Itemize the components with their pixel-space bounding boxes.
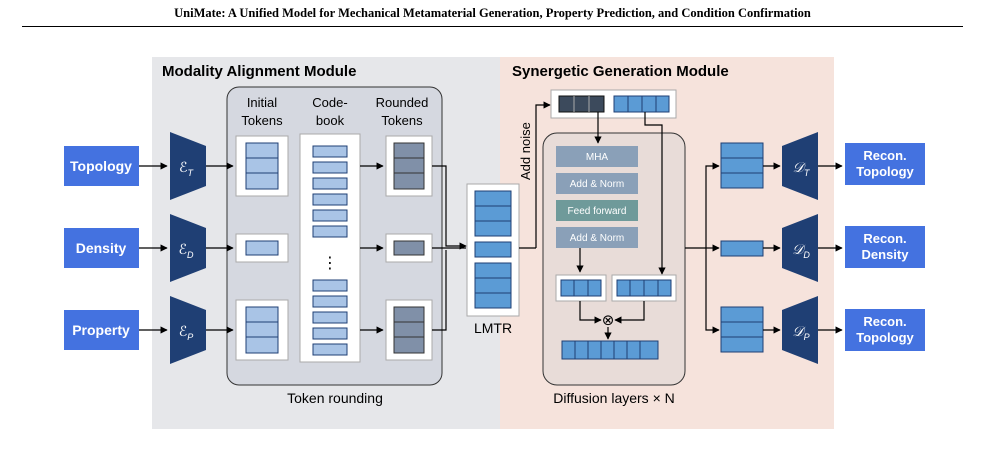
noisy-tokens — [550, 89, 677, 119]
output-tokens-density — [720, 240, 764, 257]
codebook-ellipsis: ⋮ — [322, 255, 338, 272]
codebook-label-1: Code- — [312, 95, 347, 110]
lmtr-tokens — [466, 183, 520, 317]
decoder-density — [782, 214, 818, 282]
output-tokens-topology — [720, 142, 764, 189]
encoder-property — [170, 296, 206, 364]
input-topology — [64, 146, 139, 186]
output-recon-density-line1: Recon. — [863, 231, 906, 246]
output-recon-topology-line2: Topology — [856, 164, 914, 179]
block-mha-label: MHA — [586, 152, 609, 163]
decoder-topology — [782, 132, 818, 200]
block-add-norm-2-label: Add & Norm — [570, 233, 624, 244]
input-property-label: Property — [72, 322, 130, 338]
block-feed-forward-label: Feed forward — [568, 206, 627, 217]
block-mha — [556, 146, 638, 167]
block-add-norm-1 — [556, 173, 638, 194]
rounded-tokens-label-1: Rounded — [376, 95, 429, 110]
header-rule — [22, 26, 963, 27]
initial-tokens-label-2: Tokens — [241, 113, 283, 128]
codebook: ⋮ — [299, 133, 361, 363]
output-recon-density — [845, 226, 925, 268]
encoder-density-label: ℰD — [179, 241, 194, 260]
rounded-tokens-label-2: Tokens — [381, 113, 423, 128]
initial-tokens-label-1: Initial — [247, 95, 277, 110]
input-property — [64, 310, 139, 350]
block-add-norm-1-label: Add & Norm — [570, 179, 624, 190]
output-recon-topology-line1: Recon. — [863, 148, 906, 163]
initial-tokens-density — [235, 233, 289, 263]
output-tokens-property — [720, 306, 764, 353]
decoder-topology-label: 𝒟T — [793, 159, 811, 178]
diffusion-layers-label: Diffusion layers × N — [553, 390, 675, 406]
rounded-tokens-property — [385, 299, 433, 361]
output-recon-density-line2: Density — [862, 247, 910, 262]
token-rounding-label: Token rounding — [287, 390, 383, 406]
diffusion-panel — [542, 132, 686, 386]
multiply-symbol: ⊗ — [602, 312, 615, 329]
block-add-norm-2 — [556, 227, 638, 248]
encoder-property-label: ℰP — [179, 323, 194, 342]
lmtr-label: LMTR — [474, 320, 512, 336]
decoder-property — [782, 296, 818, 364]
output-recon-property-line2: Topology — [856, 330, 914, 345]
input-topology-label: Topology — [70, 158, 132, 174]
output-recon-topology — [845, 143, 925, 185]
rounded-tokens-topology — [385, 135, 433, 197]
rounded-tokens-density — [385, 233, 433, 263]
codebook-label-2: book — [316, 113, 345, 128]
output-recon-property-line1: Recon. — [863, 314, 906, 329]
output-recon-property — [845, 309, 925, 351]
decoder-density-label: 𝒟D — [792, 241, 810, 260]
initial-tokens-topology — [235, 135, 289, 197]
block-feed-forward — [556, 200, 638, 221]
paper-running-header: UniMate: A Unified Model for Mechanical … — [174, 6, 811, 20]
alignment-module-title: Modality Alignment Module — [162, 63, 356, 80]
generation-module-title: Synergetic Generation Module — [512, 63, 729, 80]
condition-tokens — [611, 274, 677, 302]
decoder-property-label: 𝒟P — [792, 323, 809, 342]
add-noise-label: Add noise — [518, 122, 533, 180]
combined-tokens — [561, 340, 659, 360]
initial-tokens-property — [235, 299, 289, 361]
encoder-topology-label: ℰT — [179, 159, 194, 178]
input-density — [64, 228, 139, 268]
input-density-label: Density — [76, 240, 127, 256]
encoder-density — [170, 214, 206, 282]
diffusion-output-tokens — [555, 274, 607, 302]
encoder-topology — [170, 132, 206, 200]
